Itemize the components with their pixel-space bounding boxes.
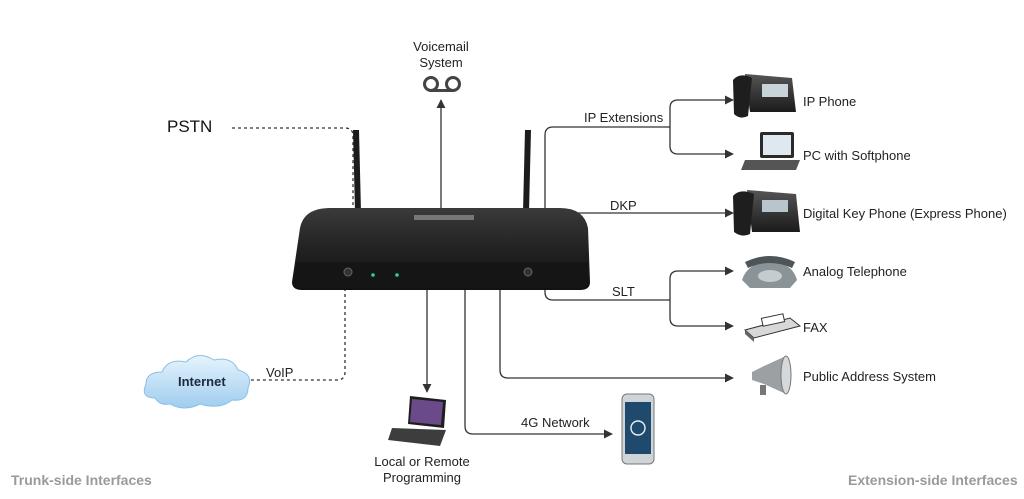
voip-label: VoIP [266, 365, 294, 380]
router-device [292, 208, 590, 290]
router-antennas [353, 130, 531, 212]
4g-network-label: 4G Network [521, 415, 590, 430]
digital-key-phone-label: Digital Key Phone (Express Phone) [803, 206, 1007, 221]
programming-label-line1: Local or Remote [374, 454, 470, 469]
ip-phone-label: IP Phone [803, 94, 857, 109]
analog-telephone-label: Analog Telephone [803, 264, 907, 279]
extension-side-label: Extension-side Interfaces [848, 472, 1018, 488]
ip-extensions-label: IP Extensions [584, 110, 664, 125]
slt-label: SLT [612, 284, 635, 299]
internet-label: Internet [178, 374, 226, 389]
pstn-label: PSTN [167, 117, 213, 136]
analog-telephone-icon [742, 256, 797, 288]
ip-extensions-line [544, 126, 670, 210]
voicemail-icon [423, 76, 461, 92]
4g-line [464, 288, 613, 439]
speaker-horn-icon [752, 355, 792, 395]
programming-label: Local or Remote Programming [362, 454, 482, 486]
pc-softphone-label: PC with Softphone [803, 148, 911, 163]
fax-label: FAX [803, 320, 828, 335]
fax-icon [743, 313, 802, 342]
voicemail-label-line1: Voicemail [413, 39, 469, 54]
voicemail-label: Voicemail System [401, 39, 481, 71]
voicemail-label-line2: System [419, 55, 463, 70]
programming-label-line2: Programming [382, 470, 462, 485]
slt-line [544, 285, 670, 301]
voip-line [234, 288, 346, 385]
laptop-programming-icon [388, 396, 446, 446]
public-address-label: Public Address System [803, 369, 936, 384]
pstn-line [232, 127, 354, 210]
ip-phone-icon [733, 74, 796, 118]
digital-key-phone-icon [733, 190, 800, 236]
dkp-label: DKP [610, 198, 637, 213]
trunk-side-label: Trunk-side Interfaces [11, 472, 152, 488]
smartphone-icon [621, 393, 655, 465]
public-address-line [499, 288, 734, 383]
internet-cloud-icon [143, 355, 251, 409]
laptop-softphone-icon [741, 132, 800, 170]
